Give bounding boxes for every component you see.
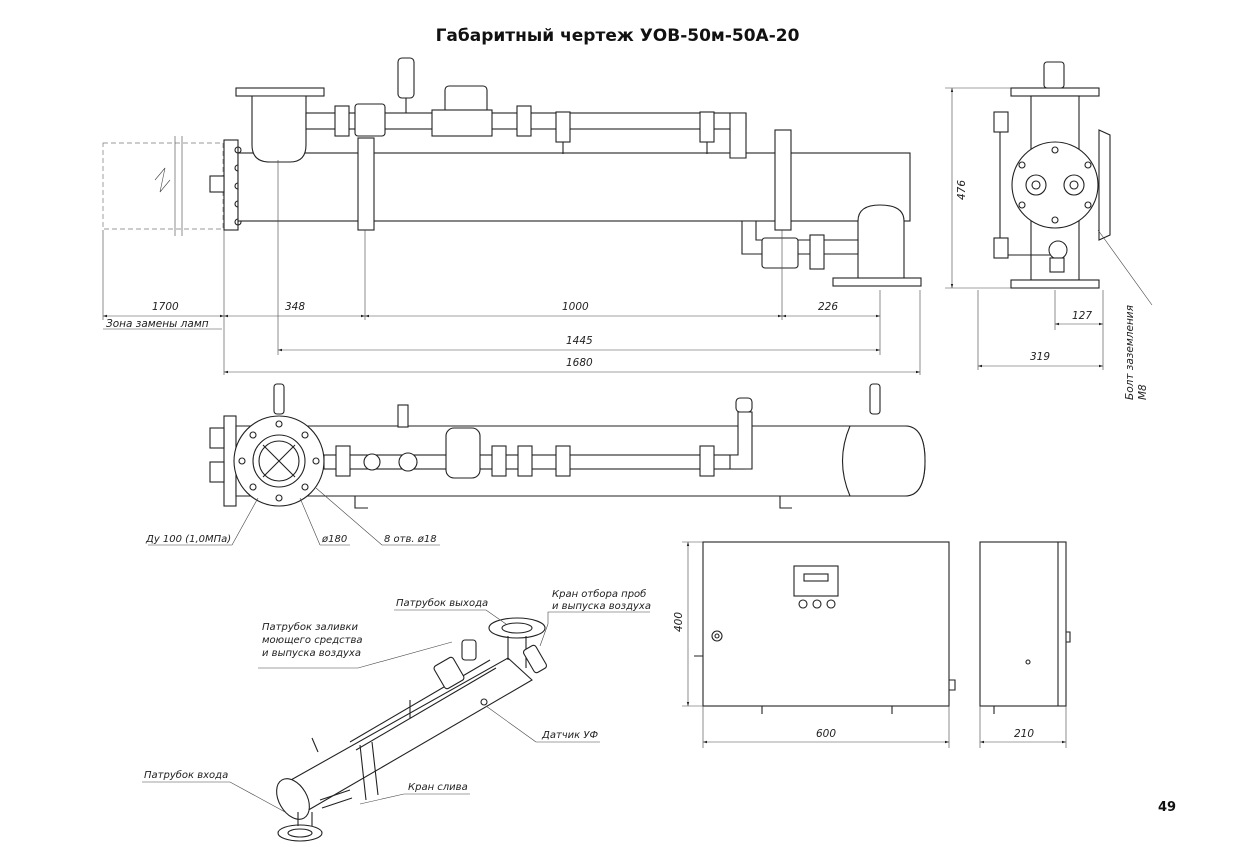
inlet-pipe (857, 204, 905, 279)
dim-348: 348 (285, 301, 305, 313)
dim-1445: 1445 (566, 335, 593, 347)
fill-label-3: и выпуска воздуха (262, 648, 361, 659)
support-bracket-left (357, 137, 375, 231)
drain-valve-label: Кран слива (408, 782, 468, 793)
top-view (209, 383, 926, 509)
break-mark (154, 167, 171, 193)
outlet-flange (235, 87, 325, 97)
dim-600: 600 (816, 728, 836, 740)
top-piping (305, 57, 747, 159)
cabinet-dimensions: 400 600 210 (673, 541, 1067, 748)
inlet-label: Патрубок входа (144, 769, 228, 781)
outlet-pipe (251, 95, 307, 163)
control-cabinet-front (694, 541, 956, 714)
side-dimensions: 476 127 319 Болт заземления M8 (945, 87, 1153, 400)
sample-valve-label-2: и выпуска воздуха (552, 601, 651, 612)
top-view-labels: Ду 100 (1,0МПа) ø180 8 отв. ø18 (145, 487, 440, 546)
front-dimensions: 1700 Зона замены ламп 348 1000 226 1445 … (102, 160, 921, 375)
holes-label: 8 отв. ø18 (384, 534, 437, 545)
side-view (993, 61, 1111, 289)
drawing-title: Габаритный чертеж УОВ-50м-50А-20 (435, 26, 800, 46)
drain-valve-assembly (741, 220, 859, 270)
dn-label: Ду 100 (1,0МПа) (145, 534, 231, 545)
lamp-zone-outline (102, 142, 224, 230)
iso-body (281, 657, 533, 813)
front-view (102, 57, 922, 287)
inlet-flange (832, 277, 922, 287)
fill-label-2: моющего средства (262, 635, 362, 646)
dim-400: 400 (673, 612, 685, 632)
support-bracket-right (774, 129, 792, 231)
lamp-zone-label: Зона замены ламп (106, 318, 209, 330)
dim-210: 210 (1014, 728, 1034, 740)
break-lines (174, 136, 183, 236)
left-end-flange (223, 139, 239, 231)
page-number: 49 (1158, 800, 1177, 815)
dim-476: 476 (956, 180, 968, 200)
d180-label: ø180 (321, 534, 347, 545)
main-body-tube (237, 152, 911, 222)
isometric-labels: Патрубок выхода Кран отбора проб и выпус… (142, 588, 651, 813)
dim-319: 319 (1030, 351, 1050, 363)
side-flange-circle (1011, 141, 1099, 229)
uv-sensor-label: Датчик УФ (541, 730, 598, 741)
ground-bolt-label: Болт заземления (1124, 305, 1136, 400)
outlet-label: Патрубок выхода (396, 597, 488, 609)
ground-bolt-size: M8 (1137, 384, 1149, 400)
dim-127: 127 (1072, 310, 1092, 322)
dim-1000: 1000 (562, 301, 589, 313)
dim-226: 226 (818, 301, 838, 313)
isometric-view (276, 617, 548, 842)
dim-1700: 1700 (152, 301, 179, 313)
control-cabinet-side (979, 541, 1071, 714)
dim-1680: 1680 (566, 357, 593, 369)
sample-valve-label-1: Кран отбора проб (552, 588, 646, 600)
fill-label-1: Патрубок заливки (262, 621, 359, 633)
